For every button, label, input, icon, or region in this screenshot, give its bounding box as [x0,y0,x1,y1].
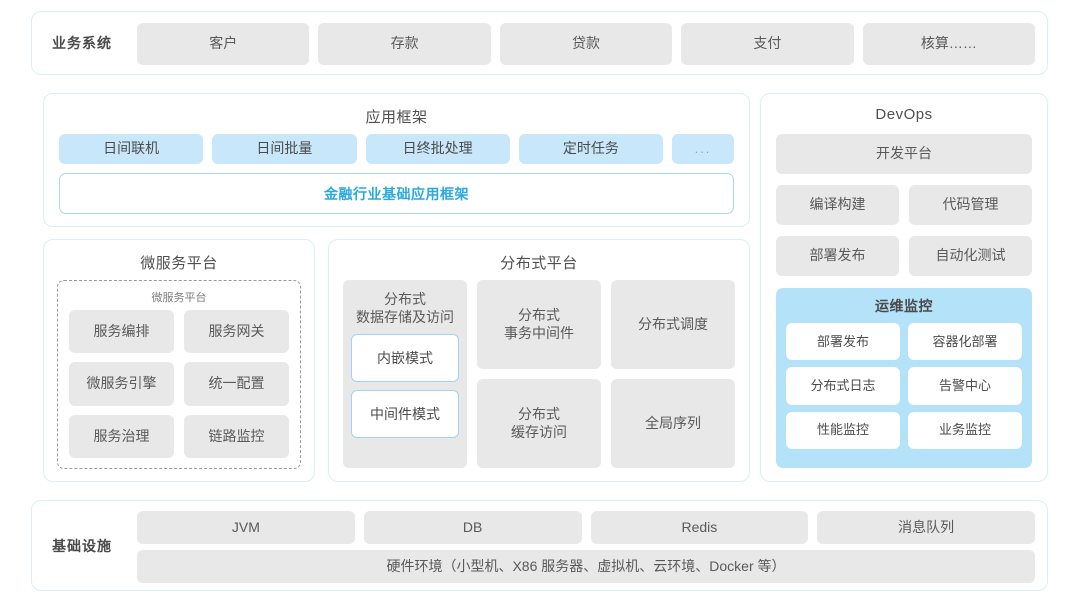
microservice-item[interactable]: 服务网关 [184,310,289,354]
operations-monitoring-grid: 部署发布 容器化部署 分布式日志 告警中心 性能监控 业务监控 [786,323,1022,449]
distributed-platform-panel: 分布式平台 分布式 数据存储及访问 内嵌模式 中间件模式 分布式 事务中间件 分… [328,239,750,482]
microservice-item[interactable]: 统一配置 [184,362,289,406]
operations-monitoring-title: 运维监控 [875,298,933,314]
infrastructure-item[interactable]: Redis [590,511,809,544]
monitoring-item[interactable]: 告警中心 [908,367,1022,405]
embedded-mode-chip[interactable]: 内嵌模式 [351,334,459,383]
devops-panel: DevOps 开发平台 编译构建 代码管理 部署发布 自动化测试 运维监控 部署… [760,93,1048,482]
microservice-platform-title: 微服务平台 [140,255,218,272]
microservice-item[interactable]: 链路监控 [184,414,289,458]
distributed-platform-item[interactable]: 全局序列 [611,379,735,468]
distributed-platform-title: 分布式平台 [500,255,578,272]
devops-item[interactable]: 编译构建 [776,185,899,225]
monitoring-item[interactable]: 容器化部署 [908,323,1022,361]
business-systems-panel: 业务系统 客户 存款 贷款 支付 核算…… [31,11,1048,75]
business-system-item[interactable]: 核算…… [862,23,1036,65]
microservice-item[interactable]: 服务编排 [69,310,174,354]
distributed-platform-item[interactable]: 分布式 事务中间件 [477,280,601,369]
app-framework-more-item[interactable]: ... [672,134,734,164]
monitoring-item[interactable]: 部署发布 [786,323,900,361]
infrastructure-item[interactable]: DB [363,511,582,544]
hardware-environment-bar[interactable]: 硬件环境（小型机、X86 服务器、虚拟机、云环境、Docker 等） [137,550,1035,583]
microservice-item[interactable]: 微服务引擎 [69,362,174,406]
business-system-item[interactable]: 存款 [318,23,491,65]
microservice-platform-grid: 服务编排 服务网关 微服务引擎 统一配置 服务治理 链路监控 [69,310,289,458]
infrastructure-chip-row: JVM DB Redis 消息队列 [137,511,1035,544]
application-framework-panel: 应用框架 日间联机 日间批量 日终批处理 定时任务 ... 金融行业基础应用框架 [43,93,750,227]
devops-row-1: 编译构建 代码管理 [776,185,1032,225]
operations-monitoring-box: 运维监控 部署发布 容器化部署 分布式日志 告警中心 性能监控 业务监控 [776,288,1032,468]
business-systems-label: 业务系统 [52,35,112,51]
application-framework-title: 应用框架 [365,109,428,126]
distributed-platform-item[interactable]: 分布式调度 [611,280,735,369]
infrastructure-label: 基础设施 [52,537,112,554]
dev-platform-chip[interactable]: 开发平台 [776,134,1032,174]
distributed-platform-body: 分布式 数据存储及访问 内嵌模式 中间件模式 分布式 事务中间件 分布式 缓存访… [343,280,735,468]
monitoring-item[interactable]: 分布式日志 [786,367,900,405]
distributed-middleware-column: 分布式 事务中间件 分布式 缓存访问 [477,280,601,468]
devops-title: DevOps [875,106,933,123]
microservice-platform-subtitle: 微服务平台 [151,292,207,304]
devops-item[interactable]: 自动化测试 [909,236,1032,276]
distributed-platform-item[interactable]: 分布式 缓存访问 [477,379,601,468]
app-framework-item[interactable]: 日间批量 [212,134,357,164]
monitoring-item[interactable]: 业务监控 [908,411,1022,449]
base-application-framework-bar[interactable]: 金融行业基础应用框架 [59,173,734,214]
microservice-platform-panel: 微服务平台 微服务平台 服务编排 服务网关 微服务引擎 统一配置 服务治理 链路… [43,239,315,482]
monitoring-item[interactable]: 性能监控 [786,411,900,449]
infrastructure-panel: 基础设施 JVM DB Redis 消息队列 硬件环境（小型机、X86 服务器、… [31,500,1048,591]
app-framework-item[interactable]: 定时任务 [518,134,663,164]
distributed-data-storage-card[interactable]: 分布式 数据存储及访问 内嵌模式 中间件模式 [343,280,467,468]
business-system-item[interactable]: 贷款 [499,23,673,65]
distributed-data-storage-caption: 分布式 数据存储及访问 [356,291,454,326]
app-framework-item[interactable]: 日间联机 [59,134,204,164]
infrastructure-item[interactable]: JVM [137,511,355,544]
microservice-item[interactable]: 服务治理 [69,414,174,458]
devops-item[interactable]: 部署发布 [776,236,899,276]
infrastructure-item[interactable]: 消息队列 [817,511,1035,544]
distributed-scheduling-column: 分布式调度 全局序列 [611,280,735,468]
business-systems-chip-row: 客户 存款 贷款 支付 核算…… [137,23,1036,65]
business-system-item[interactable]: 支付 [681,23,854,65]
distributed-storage-column: 分布式 数据存储及访问 内嵌模式 中间件模式 [343,280,467,468]
app-framework-item[interactable]: 日终批处理 [365,134,510,164]
microservice-platform-inner-box: 微服务平台 服务编排 服务网关 微服务引擎 统一配置 服务治理 链路监控 [57,280,301,469]
middleware-mode-chip[interactable]: 中间件模式 [351,390,459,439]
devops-row-2: 部署发布 自动化测试 [776,236,1032,276]
devops-item[interactable]: 代码管理 [909,185,1032,225]
business-system-item[interactable]: 客户 [137,23,310,65]
application-framework-chip-row: 日间联机 日间批量 日终批处理 定时任务 ... [59,134,734,164]
